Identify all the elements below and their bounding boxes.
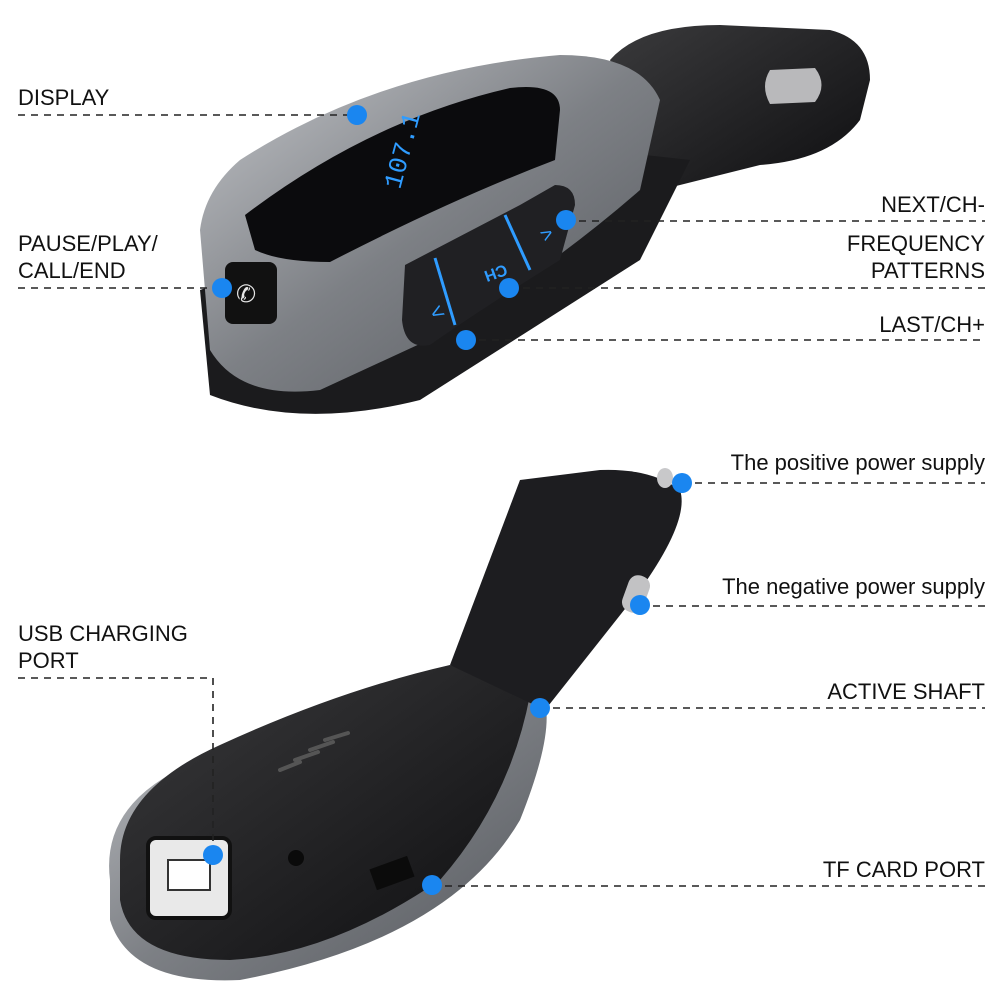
call-end-button[interactable] — [225, 262, 277, 324]
label-pause-play: PAUSE/PLAY/ — [18, 231, 158, 256]
active-shaft — [450, 469, 682, 710]
plug-tip — [765, 68, 822, 104]
mount-hole — [288, 850, 304, 866]
label-tf-card: TF CARD PORT — [822, 857, 985, 882]
callout-dots — [203, 105, 692, 895]
label-usb: USB CHARGING — [18, 621, 188, 646]
label-positive: The positive power supply — [730, 450, 985, 475]
usb-tongue — [167, 859, 211, 891]
label-call-end: CALL/END — [18, 258, 126, 283]
label-usb-port: PORT — [18, 648, 79, 673]
label-display: DISPLAY — [18, 85, 110, 110]
top-device: 107.1 < CH > ✆ — [200, 25, 870, 414]
plug-tip — [657, 468, 673, 488]
phone-icon: ✆ — [236, 280, 256, 308]
label-next: NEXT/CH- — [881, 192, 985, 217]
label-patterns: PATTERNS — [870, 258, 985, 283]
bottom-device — [109, 468, 682, 981]
display-screen — [245, 86, 560, 262]
vent-slots — [278, 731, 350, 772]
label-last: LAST/CH+ — [879, 312, 985, 337]
label-active-shaft: ACTIVE SHAFT — [827, 679, 985, 704]
tf-card-port[interactable] — [369, 855, 415, 891]
label-negative: The negative power supply — [722, 574, 985, 599]
label-frequency: FREQUENCY — [846, 231, 985, 256]
plug-shaft — [610, 25, 870, 190]
ch-button[interactable]: CH — [482, 260, 510, 284]
button-panel — [402, 185, 575, 346]
led-line — [433, 214, 532, 326]
callout-lines — [18, 114, 985, 887]
